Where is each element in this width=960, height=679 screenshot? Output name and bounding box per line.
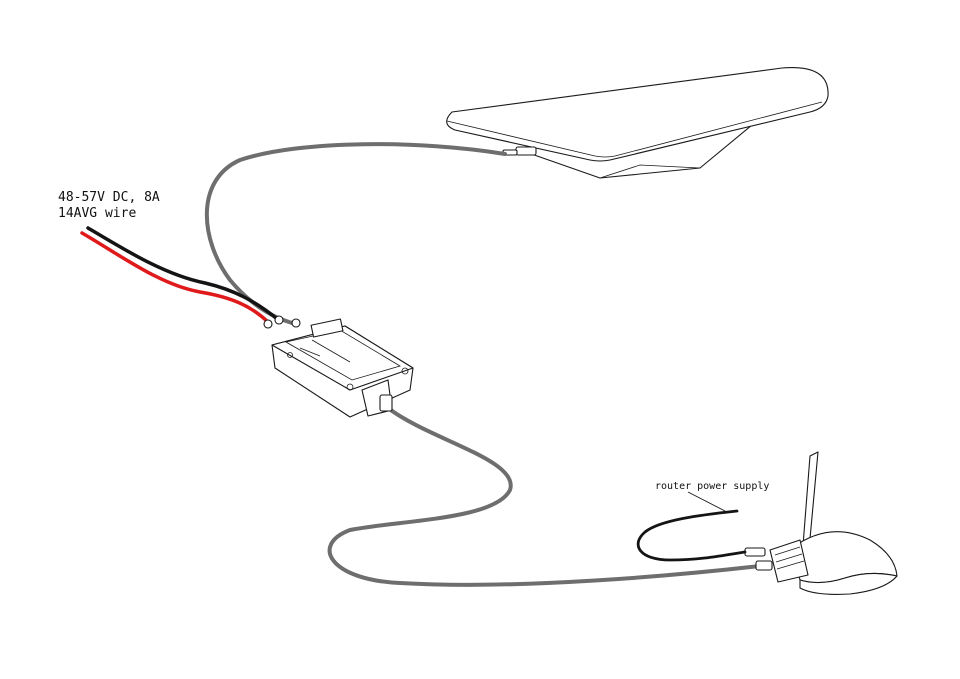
power-input-label-line2: 14AVG wire <box>58 206 136 221</box>
dc-power-wires <box>80 226 284 329</box>
router-data-cable <box>327 406 762 587</box>
satellite-dish <box>446 67 829 179</box>
power-input-label-line1: 48-57V DC, 8A <box>58 190 160 205</box>
router-power-label: router power supply <box>655 481 769 492</box>
power-supply-unit <box>271 318 414 418</box>
router-power-cable <box>636 509 747 562</box>
router-power-leader <box>687 491 726 512</box>
router <box>744 451 898 595</box>
dish-cable <box>204 142 507 326</box>
